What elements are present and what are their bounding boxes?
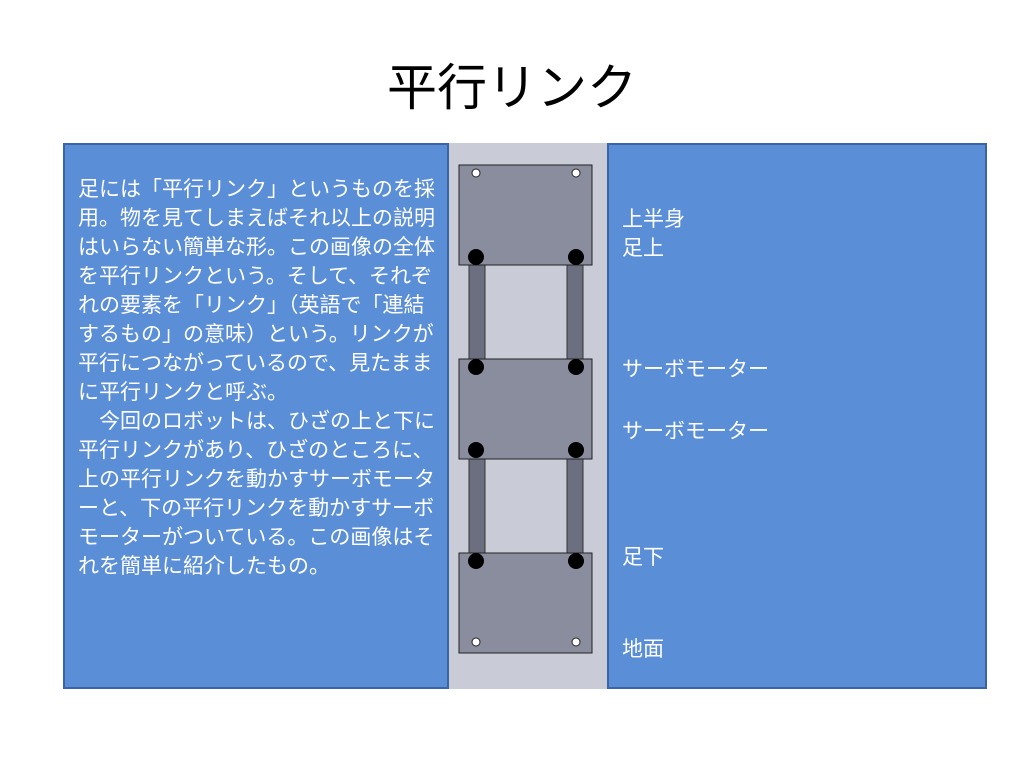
link-bar-lower-left [468, 458, 486, 554]
joint-icon [468, 359, 484, 375]
label-servo-upper: サーボモーター [622, 357, 769, 381]
screw-hole-icon [471, 168, 481, 178]
link-bar-upper-left [468, 264, 486, 360]
label-ground: 地面 [622, 637, 664, 661]
ground-plate [458, 552, 593, 654]
link-bar-lower-right [566, 458, 584, 554]
label-foot-upper: 足上 [622, 236, 664, 260]
joint-icon [468, 553, 484, 569]
screw-hole-icon [571, 637, 581, 647]
joint-icon [468, 442, 484, 458]
label-upper-body: 上半身 [622, 207, 685, 231]
joint-icon [568, 359, 584, 375]
description-panel: 足には「平行リンク」というものを採用。物を見てしまえばそれ以上の説明はいらない簡… [63, 143, 449, 689]
parallel-link-diagram [458, 164, 593, 654]
joint-icon [568, 442, 584, 458]
joint-icon [568, 553, 584, 569]
labels-panel: 上半身 足上 サーボモーター サーボモーター 足下 地面 [607, 143, 987, 689]
label-foot-lower: 足下 [622, 545, 664, 569]
upper-body-plate [458, 164, 593, 266]
screw-hole-icon [471, 637, 481, 647]
screw-hole-icon [571, 168, 581, 178]
description-text: 足には「平行リンク」というものを採用。物を見てしまえばそれ以上の説明はいらない簡… [78, 177, 435, 578]
label-servo-lower: サーボモーター [622, 419, 769, 443]
knee-plate [458, 358, 593, 460]
joint-icon [468, 249, 484, 265]
link-bar-upper-right [566, 264, 584, 360]
joint-icon [568, 249, 584, 265]
slide-title: 平行リンク [387, 59, 637, 117]
